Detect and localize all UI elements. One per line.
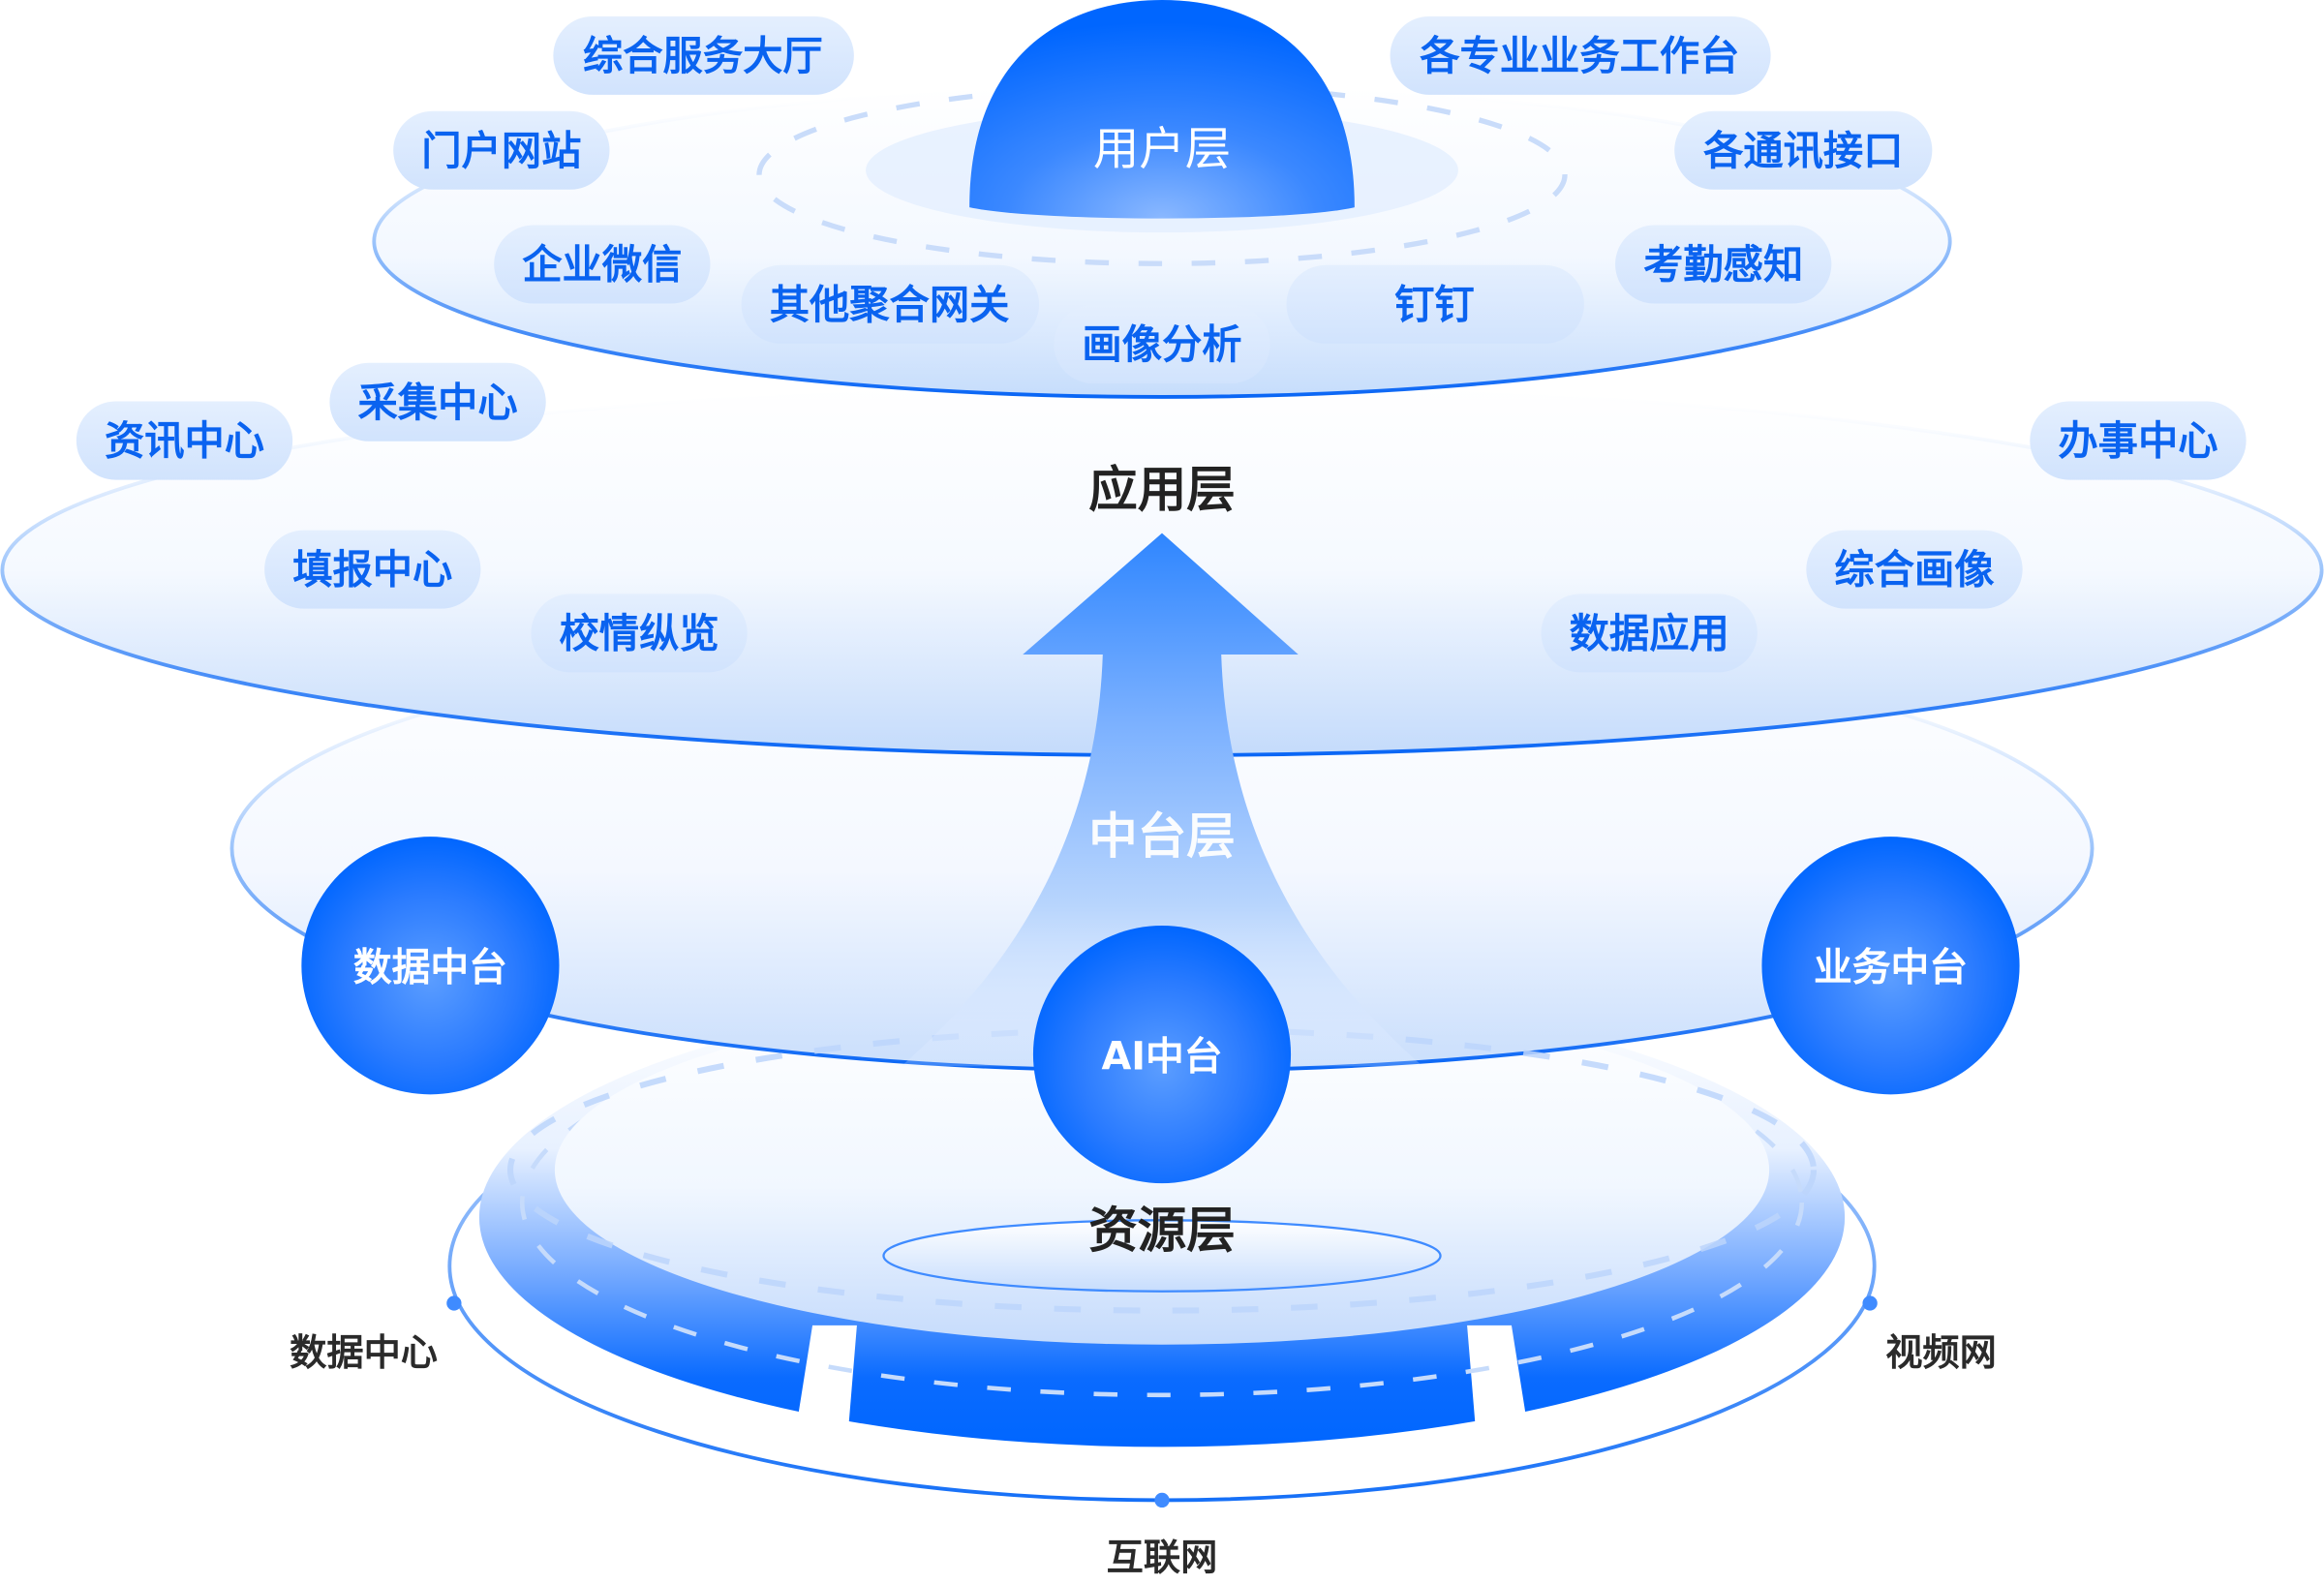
user-dashed-ring: [756, 83, 1568, 266]
svg-text:校情纵览: 校情纵览: [560, 610, 719, 656]
pill-wecom[interactable]: 企业微信: [494, 225, 711, 304]
svg-text:各通讯接口: 各通讯接口: [1703, 128, 1903, 174]
resource-layer: 资源层 数据中心 视频网 互联网: [290, 988, 1997, 1579]
svg-text:采集中心: 采集中心: [358, 380, 518, 426]
pill-campus-overview[interactable]: 校情纵览: [531, 594, 748, 673]
svg-text:画像分析: 画像分析: [1082, 321, 1241, 368]
node-dot-video-net: [1862, 1295, 1878, 1311]
resource-ring-dashes: [519, 1007, 1805, 1398]
network-label-internet: 互联网: [1107, 1537, 1218, 1579]
svg-text:业务中台: 业务中台: [1814, 946, 1968, 990]
svg-text:办事中心: 办事中心: [2058, 418, 2217, 465]
pill-workbench[interactable]: 各专业业务工作台: [1390, 15, 1771, 95]
network-label-data-center: 数据中心: [290, 1332, 438, 1375]
user-pills: 综合服务大厅 各专业业务工作台 门户网站 各通讯接口 企业微信 考勤感知 其他聚…: [393, 15, 1933, 384]
bubble-data-platform[interactable]: 数据中台: [301, 837, 560, 1095]
resource-plate: [882, 1219, 1442, 1293]
pill-comm-interface[interactable]: 各通讯接口: [1674, 110, 1933, 190]
middle-dashed-ring: [506, 1025, 1818, 1314]
pill-other-gateway[interactable]: 其他聚合网关: [741, 264, 1040, 344]
user-layer-title: 用户层: [1093, 123, 1231, 176]
svg-text:数据中台: 数据中台: [353, 946, 507, 990]
pill-service-center[interactable]: 办事中心: [2030, 401, 2247, 480]
svg-text:钉钉: 钉钉: [1394, 282, 1475, 328]
svg-text:数据应用: 数据应用: [1570, 610, 1729, 656]
svg-text:考勤感知: 考勤感知: [1643, 242, 1803, 289]
pill-profile[interactable]: 综合画像: [1806, 530, 2023, 609]
pill-info-center[interactable]: 资讯中心: [76, 401, 293, 480]
network-label-video-net: 视频网: [1885, 1332, 1997, 1375]
svg-text:资讯中心: 资讯中心: [105, 418, 264, 465]
pill-collection-center[interactable]: 采集中心: [329, 362, 546, 442]
svg-text:AI中台: AI中台: [1101, 1034, 1222, 1079]
bubble-business-platform[interactable]: 业务中台: [1761, 837, 2020, 1095]
pill-portal[interactable]: 门户网站: [393, 110, 610, 190]
pill-profile-analysis[interactable]: 画像分析: [1054, 305, 1270, 384]
svg-text:填报中心: 填报中心: [292, 547, 452, 594]
ring-gap-left: [797, 1325, 857, 1434]
pill-dingtalk[interactable]: 钉钉: [1286, 264, 1584, 344]
pill-service-hall[interactable]: 综合服务大厅: [553, 15, 854, 95]
pill-attendance[interactable]: 考勤感知: [1615, 225, 1832, 304]
application-layer-title: 应用层: [1088, 461, 1235, 518]
svg-text:综合服务大厅: 综合服务大厅: [583, 33, 823, 79]
bubble-ai-platform[interactable]: AI中台: [1032, 925, 1292, 1184]
resource-layer-title: 资源层: [1088, 1202, 1235, 1259]
svg-text:门户网站: 门户网站: [421, 128, 581, 174]
svg-text:综合画像: 综合画像: [1834, 547, 1995, 594]
node-dot-data-center: [446, 1295, 462, 1311]
middle-layer-title: 中台层: [1088, 807, 1235, 865]
node-dot-internet: [1154, 1492, 1170, 1508]
svg-text:其他聚合网关: 其他聚合网关: [770, 282, 1010, 328]
middle-bubbles: 数据中台 AI中台 业务中台: [301, 837, 2020, 1184]
pill-data-application[interactable]: 数据应用: [1541, 594, 1758, 673]
svg-text:企业微信: 企业微信: [522, 242, 682, 289]
application-pills: 资讯中心 采集中心 办事中心 填报中心 综合画像 校情纵览 数据应用: [76, 362, 2247, 673]
svg-text:各专业业务工作台: 各专业业务工作台: [1420, 33, 1739, 79]
user-dome: [969, 0, 1355, 219]
ring-gap-right: [1467, 1325, 1527, 1434]
pill-report-center[interactable]: 填报中心: [264, 530, 481, 609]
upward-flow-arrow: [901, 533, 1423, 1067]
